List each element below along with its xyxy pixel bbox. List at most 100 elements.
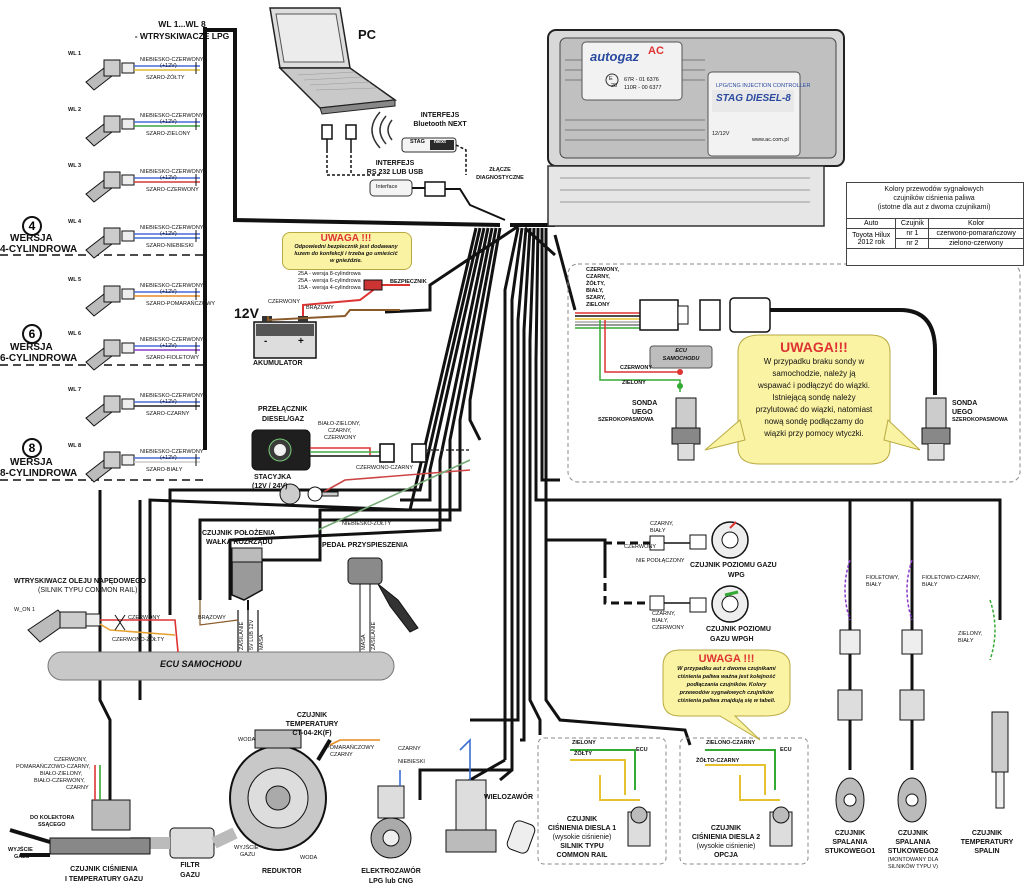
sensor-wire-5: CZARNY [66,785,89,791]
knock2-label-4: (MONTOWANY DLA [887,857,939,863]
probe-green-label: ZIELONY [622,380,646,386]
main-harness [203,27,555,450]
knock-sensor-2-icon [897,560,927,823]
to-manifold-1: DO KOLEKTORA [30,815,75,821]
ignition-label-1: STACYJKA [254,474,292,481]
probe-line [770,308,937,395]
knock1-label-1: CZUJNIK [834,830,866,837]
injector-2-label: WL 2 [68,107,82,113]
oil-injector-label-1: WTRYSKIWACZ OLEJU NAPĘDOWEGO [14,578,146,585]
injector-6-label: WL 6 [68,331,82,337]
injector-2-wire1b: (+12V) [160,119,177,125]
car-ecu-bar [47,651,395,681]
colors-table-h-kolor: Kolor [928,218,1024,229]
wpg-wires-2: BIAŁY [650,528,666,534]
orange-black-1: POMARAŃCZOWY [326,745,375,751]
reducer-gas-out-1: WYJŚCIE [234,845,259,851]
probe-red-label: CZERWONY [620,365,652,371]
fuse-wire-red: CZERWONY [268,299,300,305]
uwaga2-line5: przylutować do wiązki, natomiast [755,405,873,414]
accelerator-pedal-icon [347,557,419,655]
version-4-line1: WERSJA [10,233,53,244]
multivalve-icon [445,779,536,854]
reducer-label: REDUKTOR [262,868,302,875]
injector-5-label: WL 5 [68,277,82,283]
exhaust-label-2: TEMPERATURY [960,839,1014,846]
camshaft-wires [199,600,259,655]
diesel2-ecu: ECU [780,747,792,753]
injector-1-wire1b: (+12V) [160,63,177,69]
wpgh-wires-2: BIAŁY, [652,618,669,624]
injector-1-label: WL 1 [68,51,82,57]
injector-6-wire2: SZARO-FIOLETOWY [146,355,200,361]
injector-6-wire1b: (+12V) [160,343,177,349]
lpg-injector-5-icon [85,285,200,317]
probe-ecu-2: SAMOCHODU [662,356,700,362]
switch-wire-2: CZARNY, [328,428,352,434]
probe-left-1: SONDA [632,400,658,407]
oil-injector-red: CZERWONY [128,615,160,621]
wl-title: WL 1...WL 8 [158,19,206,29]
battery-wires [267,284,410,322]
diesel1-yellow: ŻÓŁTY [574,751,593,757]
water-label-bottom: WODA [300,855,318,861]
lpg-injector-4-icon [85,227,200,259]
bluetooth-interface-device [401,137,467,175]
knock2-wire-1: FIOLETOWO-CZARNY, [922,575,981,581]
uwaga2-pointer-right [883,419,921,451]
pedal-ground: MASA [361,634,367,650]
knock2-wire-2: BIAŁY [922,582,938,588]
knock-sensor-1-icon [835,560,865,823]
camshaft-label-2: WAŁKA ROZRZĄDU [206,539,273,546]
colors-table-r1-sensor: nr 1 [895,228,930,239]
uwaga2-bubble [737,334,891,465]
diesel1-green: ZIELONY [572,740,596,746]
version-8-line1: WERSJA [10,457,53,468]
injector-7-wire2: SZARO-CZARNY [146,411,190,417]
injector-8-wire2: SZARO-BIAŁY [146,467,183,473]
oil-injector-label-2: (SILNIK TYPU COMMON RAIL) [38,587,138,594]
colors-table-h-auto: Auto [845,218,897,229]
stag-controller [547,29,845,227]
probe-wire-1: CZERWONY, [586,267,619,273]
version-8-line2: 8-CYLINDROWA [0,468,78,479]
version-8-badge: 8 [22,438,42,458]
ignition-key-icon [279,483,339,505]
car-ecu-label: ECU SAMOCHODU [160,659,242,669]
wpg-wires-1: CZARNY, [650,521,674,527]
injector-2-wire1: NIEBIESKO-CZERWONY [140,113,204,119]
multivalve-label: WIELOZAWÓR [484,794,533,801]
injector-8-label: WL 8 [68,443,82,449]
battery-plus: + [298,336,304,347]
switch-wires [310,443,471,531]
camshaft-brown: BRĄZOWY [198,615,226,621]
probe-wire-3: ŻÓŁTY, [586,281,605,287]
injector-2-wire2: SZARO-ZIELONY [146,131,191,137]
controller-cert-2: 110R - 00 6377 [624,85,662,91]
bluetooth-signal-icon [371,111,393,149]
injector-8-wire1: NIEBIESKO-CZERWONY [140,449,204,455]
battery-minus: - [264,336,268,347]
wpg-not-connected: NIE PODŁĄCZONY [636,558,685,564]
battery-label: AKUMULATOR [253,360,303,367]
lpg-injector-8-icon [85,451,200,483]
injector-5-wire1b: (+12V) [160,289,177,295]
water-label-top: WODA [238,737,256,743]
injector-3-wire1: NIEBIESKO-CZERWONY [140,169,204,175]
switch-title-1: PRZEŁĄCZNIK [258,406,308,413]
colors-table-title-1: Kolory przewodów sygnałowych [884,186,984,193]
level-sensor-wpgh-icon [689,585,749,623]
level-wires [603,541,650,605]
probe-left-2: UEGO [632,409,653,416]
injector-3-wire2: SZARO-CZERWONY [146,187,199,193]
uwaga1-title: UWAGA !!! [320,233,372,244]
fuse-wire-brown: BRĄZOWY [306,305,334,311]
version-6-line2: 6-CYLINDROWA [0,353,78,364]
version-separators [0,254,205,481]
lpg-injector-7-icon [85,395,200,427]
camshaft-voltage: 5V LUB 12V [249,619,255,650]
wpg-red: CZERWONY [624,544,656,550]
usb-connectors-icon [321,124,380,176]
diesel2-frame [679,737,809,865]
rs-interface-label-1: INTERFEJS [375,160,415,167]
